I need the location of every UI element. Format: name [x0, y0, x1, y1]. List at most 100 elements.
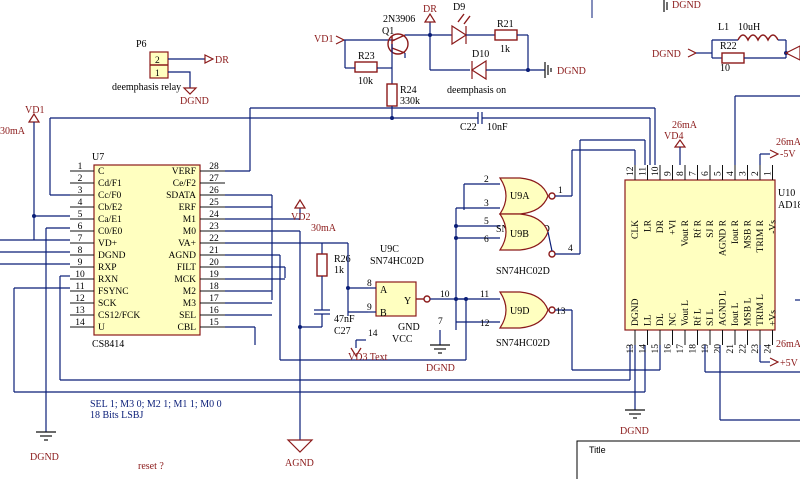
u10-pin-name: DR [656, 219, 666, 233]
u10-pin-name: NC [669, 313, 679, 326]
pos5v-label: +5V [780, 358, 799, 369]
u7-pin-name: C0/E0 [98, 227, 123, 237]
u7-pin-name: VERF [172, 167, 196, 177]
u7-pin-number: 28 [209, 162, 219, 172]
u7-pin-number: 9 [78, 258, 83, 268]
r23-ref: R23 [358, 51, 375, 62]
u10-pin-name: +Vs [769, 310, 779, 326]
u10-pin-number: 11 [639, 167, 649, 176]
u7-pin-name: SCK [98, 299, 117, 309]
u7-wiring: DGND VD2 30mA AGND [0, 107, 656, 469]
dgnd-label-u9c: DGND [426, 363, 455, 374]
u10-pin-number: 8 [676, 171, 686, 176]
q1-section: VD1 R23 10k Q1 2N3906 R24 330k DR [314, 2, 586, 118]
u10-pin-number: 17 [676, 344, 686, 354]
r24-ref: R24 [400, 85, 417, 96]
u9d-pin-out: 13 [556, 307, 566, 317]
u7-pin-number: 25 [209, 198, 219, 208]
u9c-b-label: B [380, 308, 387, 319]
u7-pin-number: 7 [78, 234, 83, 244]
neg5v-label: -5V [780, 149, 796, 160]
u7-pin-name: RXP [98, 263, 116, 273]
title-label: Title [589, 445, 606, 455]
u7-pin-number: 23 [209, 222, 219, 232]
u7-pin-name: AGND [169, 251, 197, 261]
u10-pin-name: MSB R [744, 219, 754, 248]
u7-pin-number: 4 [78, 198, 83, 208]
u10-pin-name: +Vl [669, 220, 679, 235]
u10-pin-number: 24 [764, 344, 774, 354]
u10-pin-number: 3 [739, 171, 749, 176]
u10-pin-number: 23 [751, 344, 761, 354]
u10-pin-number: 13 [626, 344, 636, 354]
deemphasis-on-label: deemphasis on [447, 85, 506, 96]
l1-port-arrow [784, 45, 800, 61]
u7-right-pins: 28VERF27Ce/F226SDATA25ERF24M123M022VA+21… [166, 162, 225, 333]
dr-net-label-p6: DR [215, 55, 229, 66]
dgnd-label-u10: DGND [620, 426, 649, 437]
p6-ref: P6 [136, 39, 147, 50]
u10-pin-name: LL [644, 314, 654, 326]
l1-ref: L1 [718, 22, 729, 33]
u7-pin-name: Ce/F2 [173, 179, 196, 189]
q1-transistor [387, 33, 409, 55]
u9d-gate [498, 291, 549, 329]
u7-pin-name: Cb/E2 [98, 203, 123, 213]
u9a-gate [498, 177, 549, 215]
vcc-label: VCC [392, 334, 413, 345]
r21 [494, 29, 518, 41]
r22-value: 10 [720, 63, 730, 74]
u9c-pin-a: 8 [367, 279, 372, 289]
r26-ref: R26 [334, 254, 351, 265]
u7-pin-name: RXN [98, 275, 118, 285]
vd2-label: VD2 [291, 212, 310, 223]
u7-pin-number: 16 [209, 306, 219, 316]
u7-pin-number: 6 [78, 222, 83, 232]
r23-value: 10k [358, 76, 373, 87]
u7-pin-name: M0 [183, 227, 196, 237]
u10-pin-name: AGND R [719, 219, 729, 256]
r21-ref: R21 [497, 19, 514, 30]
u10-pin-number: 10 [651, 166, 661, 176]
u7-pin-number: 10 [75, 270, 85, 280]
u9c-a-label: A [380, 285, 388, 296]
u10-pin-number: 19 [701, 344, 711, 354]
u7-pin-number: 13 [75, 306, 85, 316]
u7-pin-name: DGND [98, 251, 126, 261]
u7-pin-name: Cd/F1 [98, 179, 122, 189]
vd1-label-top: VD1 [314, 34, 333, 45]
u7-pin-number: 14 [75, 318, 85, 328]
u7-pin-name: U [98, 323, 105, 333]
dgnd-label-u7: DGND [30, 452, 59, 463]
u10-pin-name: SJ L [706, 309, 716, 326]
u10-ref: U10 [778, 188, 795, 199]
u7-pin-name: VD+ [98, 239, 117, 249]
u9c-pin-vcc: 14 [368, 329, 378, 339]
u9c-part: SN74HC02D [370, 256, 424, 267]
r26 [316, 253, 328, 277]
dr-net-label-top: DR [423, 4, 437, 15]
agnd-label: AGND [285, 458, 314, 469]
u9b-ref: U9B [510, 229, 529, 240]
u7-pin-name: M1 [183, 215, 196, 225]
r21-value: 1k [500, 44, 510, 55]
u10-pin-name: SJ R [706, 219, 716, 237]
mode-note: SEL 1; M3 0; M2 1; M1 1; M0 0 [90, 399, 222, 410]
p6-pin2-label: 2 [155, 56, 160, 66]
u7-pin-number: 19 [209, 270, 219, 280]
u9a-pin-in1: 2 [484, 175, 489, 185]
ma30-vd2-label: 30mA [311, 223, 337, 234]
vd3-label: VD3 Text [348, 352, 388, 363]
u10-pin-number: 22 [739, 344, 749, 354]
l1-value: 10uH [738, 22, 760, 33]
d9-ref: D9 [453, 2, 465, 13]
u7-pin-number: 27 [209, 174, 219, 184]
u10-pin-name: DGND [631, 298, 641, 326]
u7-pin-name: M3 [183, 299, 196, 309]
c22-ref: C22 [460, 122, 477, 133]
c22-value: 10nF [487, 122, 508, 133]
u7-pin-name: ERF [179, 203, 196, 213]
